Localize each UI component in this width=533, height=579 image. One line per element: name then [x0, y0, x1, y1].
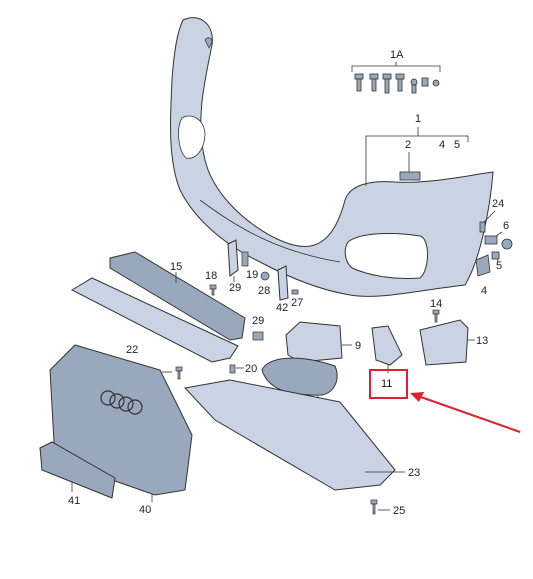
callout-label: 22 [126, 344, 138, 356]
callout-label: 2 [405, 139, 411, 151]
callout-label: 19 [246, 269, 258, 281]
screw-14: 14 [430, 298, 442, 323]
main-grille-40: 40 [49, 344, 193, 516]
screw-19: 18 [205, 270, 217, 296]
callout-label: 14 [430, 298, 442, 310]
callout-label: 4 [481, 285, 487, 297]
highlight-label: 11 [381, 378, 392, 390]
trim-11: 11 [369, 325, 521, 433]
grille-strip-18: 15 [109, 251, 246, 341]
callout-label: 4 [439, 139, 445, 151]
bracket-2 [399, 171, 421, 181]
bracket-13: 13 [419, 319, 488, 366]
callout-label: 9 [355, 340, 361, 352]
callout-label: 1A [390, 49, 404, 61]
right-clips: 24 6 5 4 [475, 198, 513, 297]
callout-label: 23 [408, 467, 420, 479]
callout-label: 42 [276, 302, 288, 314]
callout-label: 20 [245, 363, 257, 375]
mount-parts: 19 29 28 42 27 [227, 239, 303, 314]
callout-label: 24 [492, 198, 504, 210]
screw-26: 25 [370, 499, 405, 517]
callout-label: 40 [139, 504, 151, 516]
callout-label: 5 [454, 139, 460, 151]
callout-label: 15 [170, 261, 182, 273]
callout-label: 29 [229, 282, 241, 294]
bumper-cover [169, 17, 494, 297]
clip-22: 29 [252, 315, 264, 341]
highlight-box [369, 369, 408, 399]
callout-group-1: 1 2 4 5 [365, 113, 469, 186]
highlight-arrow [417, 395, 521, 433]
callout-label: 18 [205, 270, 217, 282]
callout-label: 13 [476, 335, 488, 347]
plate-41: 41 [39, 441, 116, 507]
under-panel-25: 23 [184, 379, 420, 491]
callout-label: 41 [68, 495, 80, 507]
callout-label: 1 [415, 113, 421, 125]
grille-insert-9: 9 [285, 321, 361, 363]
lower-strip-20: 22 [70, 277, 239, 363]
arrow-head [410, 392, 424, 402]
callout-label: 29 [252, 315, 264, 327]
callout-label: 25 [393, 505, 405, 517]
callout-label: 27 [291, 297, 303, 309]
callout-label: 28 [258, 285, 270, 297]
logo-rings [100, 390, 143, 415]
callout-label: 6 [503, 220, 509, 232]
hardware-set-1a: 1A [351, 49, 441, 94]
callout-label: 5 [496, 260, 502, 272]
